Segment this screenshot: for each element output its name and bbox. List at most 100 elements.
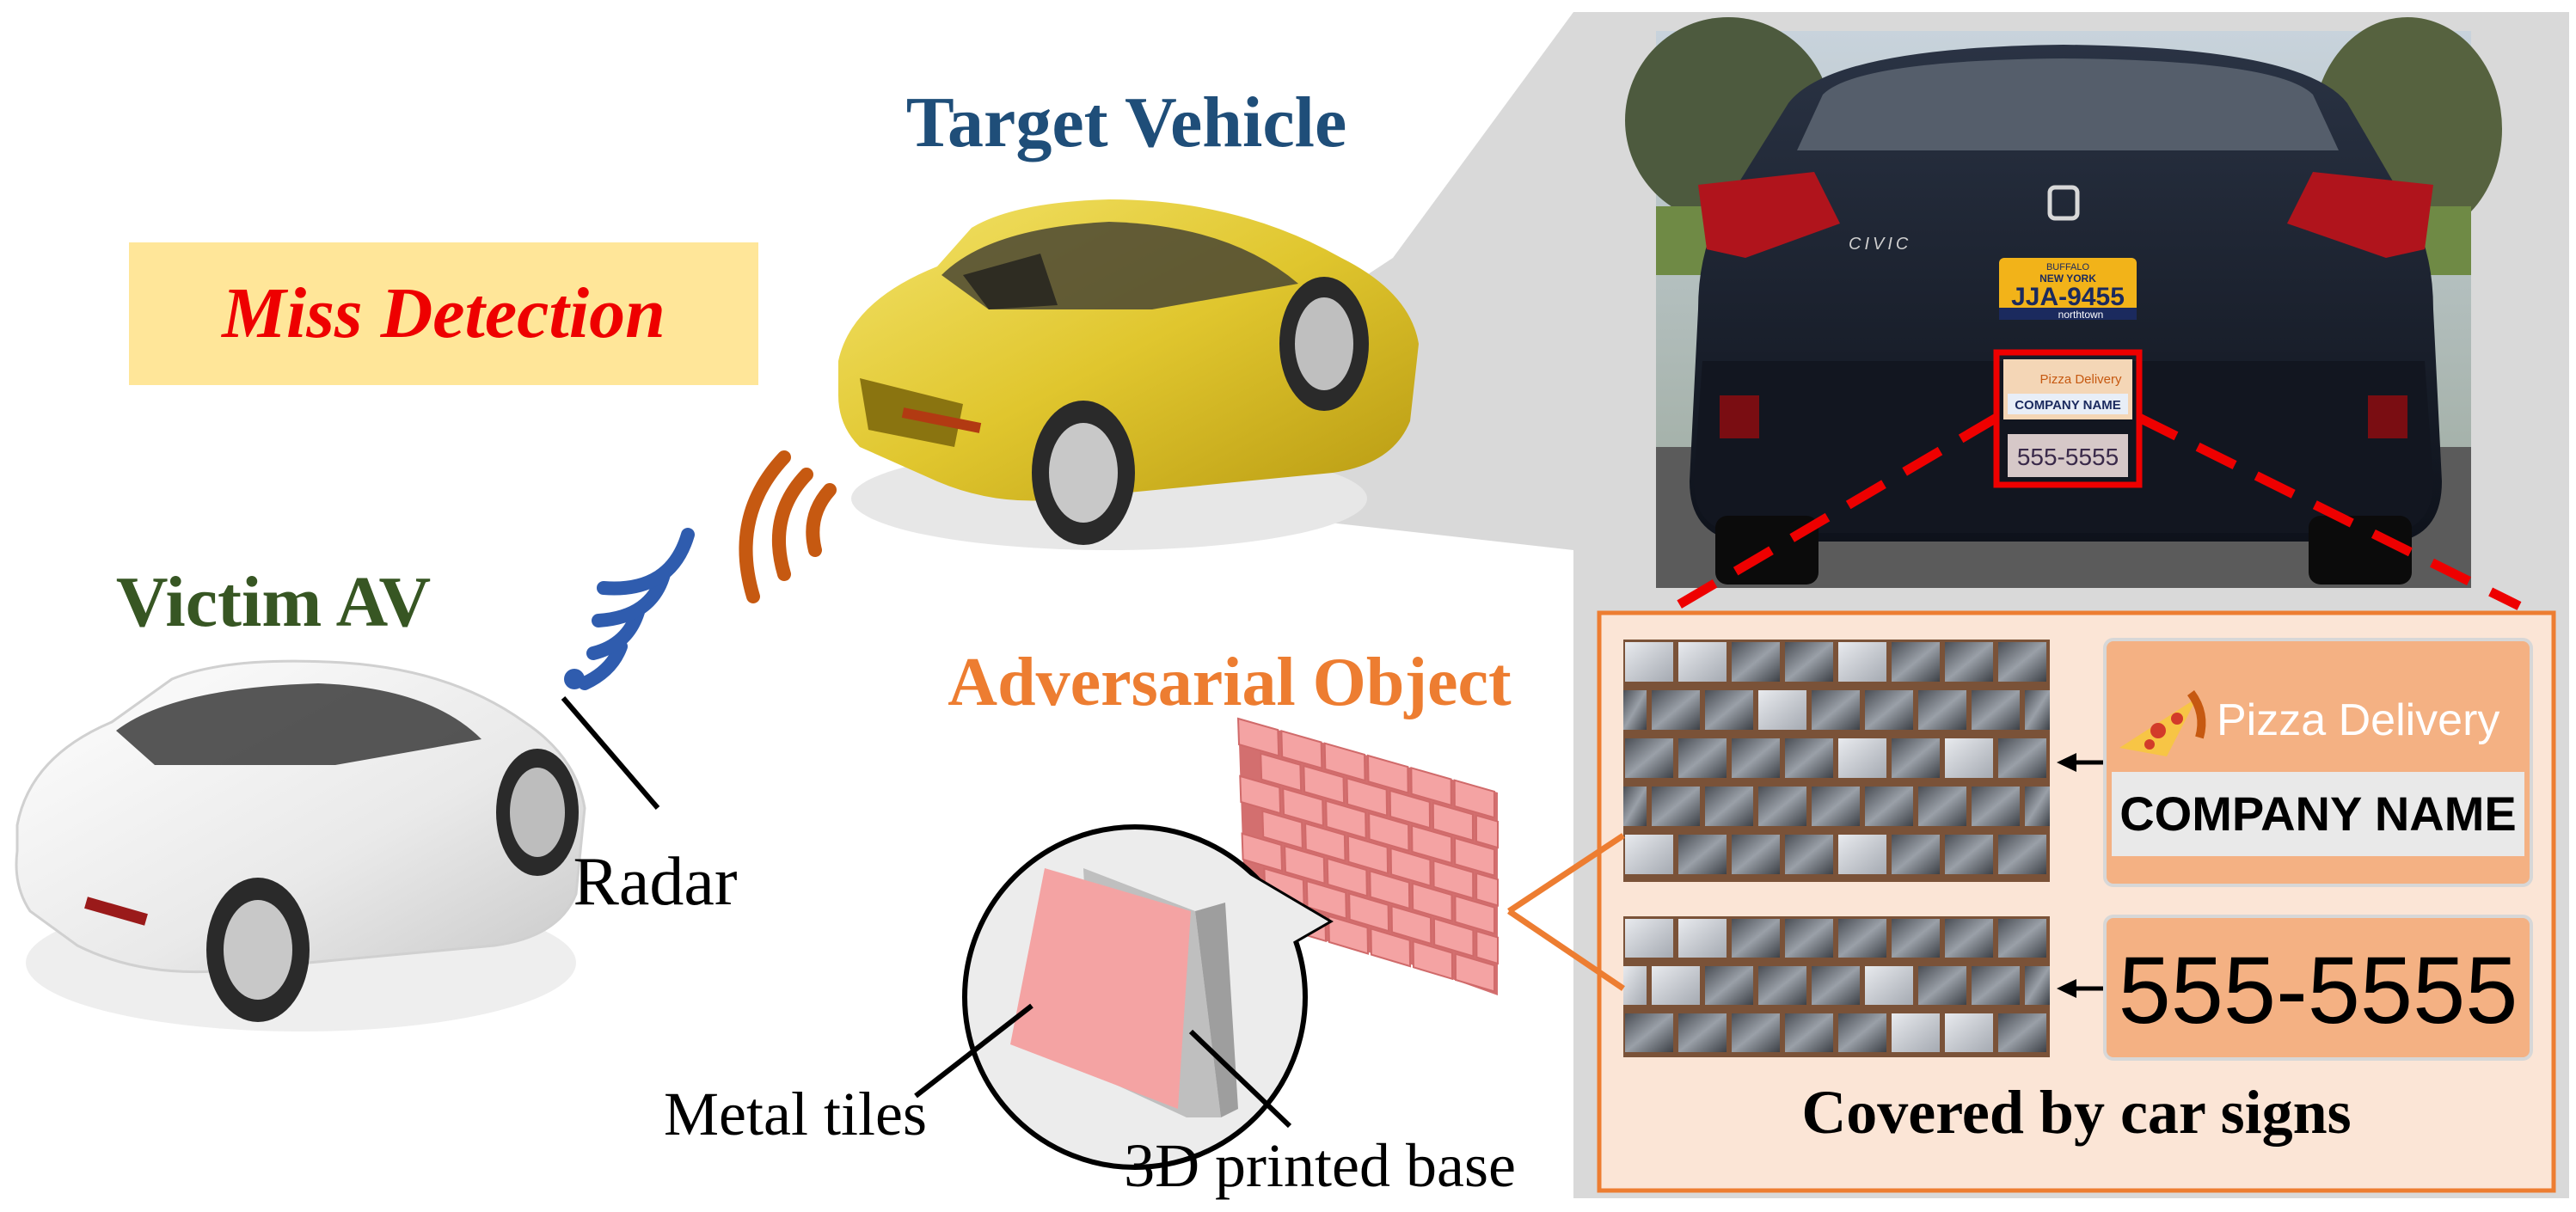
metal-tiles-pointer [914, 1003, 1033, 1099]
license-plate [1999, 258, 2137, 320]
wall-tile [1390, 904, 1432, 946]
metal-tile [1758, 787, 1806, 826]
metal-tile [1652, 966, 1700, 1005]
wall-tile [1389, 789, 1432, 829]
reflection-signal-icon [739, 450, 837, 603]
victim-av-car [15, 659, 586, 1031]
zoom-line-right [2137, 413, 2522, 610]
metal-tile [1625, 1013, 1673, 1052]
metal-tile [1918, 690, 1966, 730]
metal-tile [1623, 690, 1647, 730]
metal-tile [1972, 787, 2020, 826]
metal-tile [1918, 787, 1966, 826]
metal-tile [1625, 835, 1673, 874]
wall-tile [1411, 882, 1453, 922]
metal-tile [1998, 919, 2046, 958]
svg-text:Pizza Delivery: Pizza Delivery [2039, 372, 2122, 387]
metal-tile [1785, 642, 1833, 682]
metal-tile [1838, 738, 1886, 778]
metal-tile [1998, 835, 2046, 874]
miss-detection-label: Miss Detection [220, 273, 665, 353]
arrow-upper [2057, 753, 2107, 772]
connector-lower [1507, 909, 1625, 991]
wall-tile [1241, 832, 1284, 872]
metal-tile [1892, 1013, 1940, 1052]
pizza-sign: Pizza Delivery COMPANY NAME [2103, 638, 2533, 887]
wall-tile [1346, 835, 1389, 875]
wall-tile [1366, 754, 1409, 794]
wall-tile [1453, 779, 1495, 819]
wall-tile [1368, 811, 1410, 853]
wall-tile [1432, 801, 1475, 842]
target-vehicle-car [838, 199, 1419, 550]
radar-pointer [561, 696, 660, 810]
wall-tile [1432, 917, 1475, 958]
wall-tile [1369, 869, 1411, 910]
metal-tile [1678, 642, 1727, 682]
wall-tile [1432, 860, 1475, 900]
radar-signal-icon [578, 528, 695, 690]
wall-tile [1389, 847, 1432, 887]
metal-tile [1705, 966, 1753, 1005]
svg-text:BUFFALO: BUFFALO [2046, 262, 2090, 272]
metal-tile [1972, 966, 2020, 1005]
metal-tile [1838, 642, 1886, 682]
metal-tile [1945, 835, 1993, 874]
metal-tile [1865, 787, 1913, 826]
metal-tiles-label: Metal tiles [664, 1080, 927, 1148]
wall-tile [1475, 814, 1499, 849]
svg-text:northtown: northtown [2058, 309, 2104, 321]
honda-logo [2047, 185, 2080, 221]
metal-tile [1812, 787, 1860, 826]
car-photo: CIVIC BUFFALO NEW YORK JJA-9455 northtow… [1625, 17, 2502, 588]
wall-tile [1412, 940, 1454, 981]
metal-tile [1678, 919, 1727, 958]
metal-tile [1972, 690, 2020, 730]
svg-text:NEW YORK: NEW YORK [2039, 272, 2096, 285]
wall-tile [1475, 872, 1499, 907]
arrow-lower [2057, 979, 2107, 998]
sign-title: Pizza Delivery [2217, 695, 2499, 745]
metal-tile [1705, 787, 1753, 826]
sign-phone: 555-5555 [2119, 938, 2518, 1044]
metal-tile [2025, 787, 2050, 826]
miss-detection-box [129, 242, 758, 385]
metal-tile [1732, 642, 1780, 682]
plate-number: JJA-9455 [2011, 283, 2125, 311]
metal-tile [1732, 919, 1780, 958]
metal-tile-shape [1010, 868, 1191, 1109]
metal-tile [1625, 738, 1673, 778]
wall-tile [1303, 764, 1346, 805]
metal-tile [1945, 642, 1993, 682]
metal-tile [1945, 738, 1993, 778]
wall-tile [1260, 752, 1303, 793]
metal-tile [1998, 1013, 2046, 1052]
radar-label: Radar [573, 844, 737, 920]
wall-tile [1328, 915, 1370, 955]
metal-tile [1623, 966, 1647, 1005]
phone-sign: 555-5555 [2103, 915, 2533, 1061]
metal-tile [1678, 835, 1727, 874]
wall-tile [1284, 844, 1326, 885]
sign-company: COMPANY NAME [2119, 787, 2517, 841]
base-label: 3D printed base [1124, 1131, 1516, 1200]
adversarial-object-label: Adversarial Object [948, 645, 1512, 720]
metal-tile [1838, 919, 1886, 958]
wall-tile [1282, 787, 1324, 828]
metal-tile [1998, 738, 2046, 778]
radar-sensor [564, 669, 585, 689]
wall-tile [1411, 824, 1453, 865]
metal-tile [1785, 1013, 1833, 1052]
wall-tile [1326, 857, 1368, 897]
wall-tile [1261, 810, 1303, 850]
wall-tile [1348, 892, 1390, 933]
target-vehicle-label: Target Vehicle [906, 83, 1347, 162]
wall-tile [1454, 836, 1496, 877]
metal-tile [1732, 835, 1780, 874]
wall-tile [1454, 894, 1496, 935]
tile-zoom-callout [962, 824, 1334, 1170]
metal-tile [1865, 690, 1913, 730]
wall-tile [1346, 777, 1389, 817]
metal-tile [1998, 642, 2046, 682]
